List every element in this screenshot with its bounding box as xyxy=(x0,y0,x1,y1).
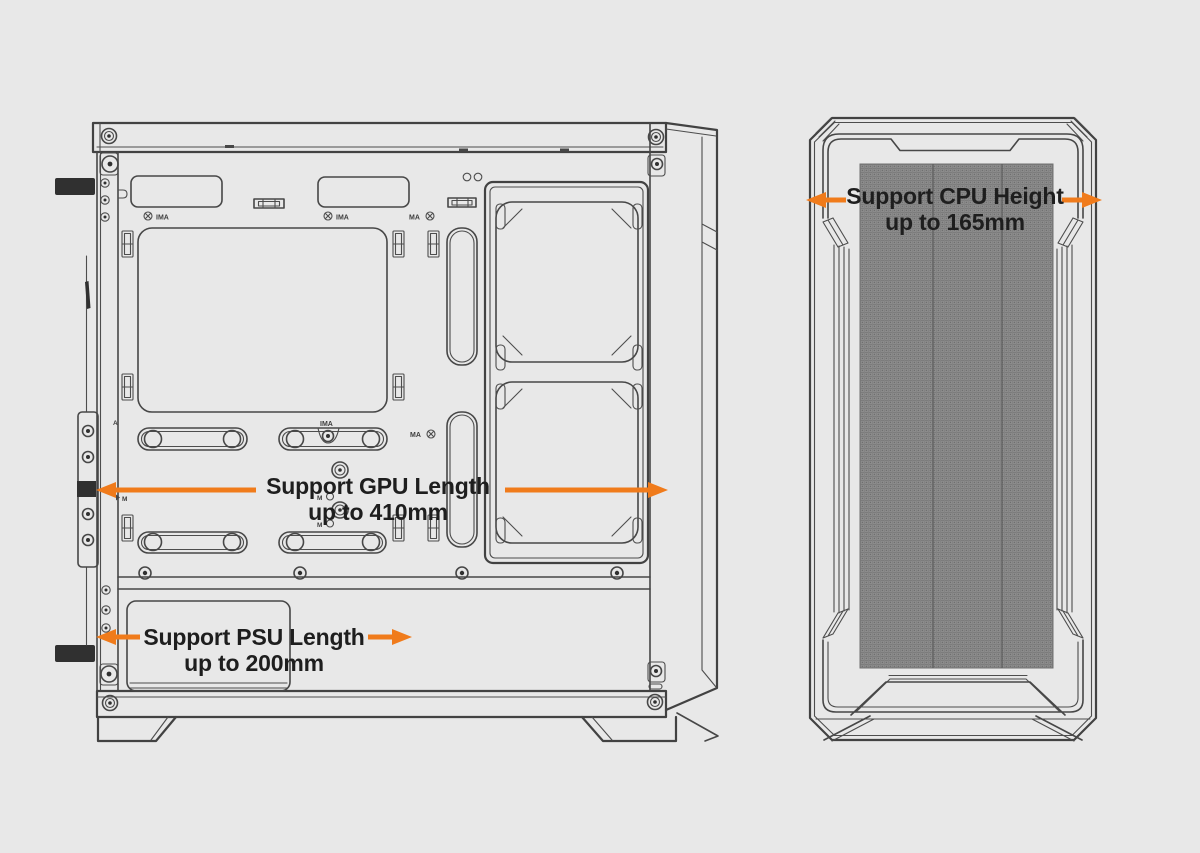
svg-text:M: M xyxy=(317,522,322,529)
ma-label: MA xyxy=(409,211,435,222)
rear-io-strip xyxy=(55,127,128,712)
cable-slots: IMA MA xyxy=(137,421,436,554)
cpu-arrow-left-head xyxy=(806,192,826,208)
svg-text:IMA: IMA xyxy=(320,421,333,428)
front-frame xyxy=(808,116,1098,742)
annotation-gpu: Support GPU Length up to 410mm xyxy=(96,473,668,525)
annotation-psu: Support PSU Length up to 200mm xyxy=(96,624,412,676)
side-frame xyxy=(91,121,719,719)
gpu-arrow-left-head xyxy=(96,482,116,498)
screw-holes xyxy=(138,566,624,580)
svg-text:MA: MA xyxy=(410,432,421,439)
annotation-cpu: Support CPU Height up to 165mm xyxy=(806,183,1102,235)
cpu-arrow-right-head xyxy=(1082,192,1102,208)
svg-text:IMA: IMA xyxy=(336,215,349,222)
svg-text:MA: MA xyxy=(409,215,420,222)
cable-routing-slots xyxy=(446,227,478,548)
svg-text:A: A xyxy=(113,420,118,427)
mesh-panel xyxy=(859,163,1054,669)
psu-silhouette xyxy=(126,600,291,692)
side-view: IMA IMA MA xyxy=(55,121,719,743)
psu-arrow-right-head xyxy=(392,629,412,645)
mesh-seams xyxy=(932,164,1003,668)
front-view xyxy=(808,116,1098,742)
ma-label: IMA xyxy=(323,211,349,222)
psu-arrow-left-head xyxy=(96,629,116,645)
cpu-label-line1: Support CPU Height xyxy=(846,183,1064,209)
gpu-label-line2: up to 410mm xyxy=(308,499,448,525)
io-button-bottom xyxy=(55,645,95,662)
svg-text:M: M xyxy=(122,496,127,503)
fan-cutout-bottom xyxy=(495,381,639,544)
fan-screw-slots xyxy=(495,203,643,544)
psu-label-line1: Support PSU Length xyxy=(143,624,364,650)
io-button-top xyxy=(55,178,95,195)
ma-label: IMA xyxy=(143,211,169,222)
cpu-label-line2: up to 165mm xyxy=(885,209,1025,235)
standoffs: M M xyxy=(317,461,349,529)
front-trim-right xyxy=(1056,217,1084,639)
fan-cutout-top xyxy=(495,201,639,363)
psu-label-line2: up to 200mm xyxy=(184,650,324,676)
svg-text:M: M xyxy=(317,495,322,502)
front-column-screws xyxy=(646,128,666,711)
fan-mount-tray xyxy=(483,180,650,565)
motherboard-cutout xyxy=(137,227,388,413)
motherboard-tray: IMA IMA MA xyxy=(113,172,624,580)
gpu-arrow-right-head xyxy=(648,482,668,498)
gpu-label-line1: Support GPU Length xyxy=(266,473,490,499)
case-feet xyxy=(96,712,719,743)
svg-text:IMA: IMA xyxy=(156,215,169,222)
front-trim-left xyxy=(822,217,850,639)
front-base xyxy=(815,674,1091,742)
cable-tie-slots xyxy=(121,230,440,542)
